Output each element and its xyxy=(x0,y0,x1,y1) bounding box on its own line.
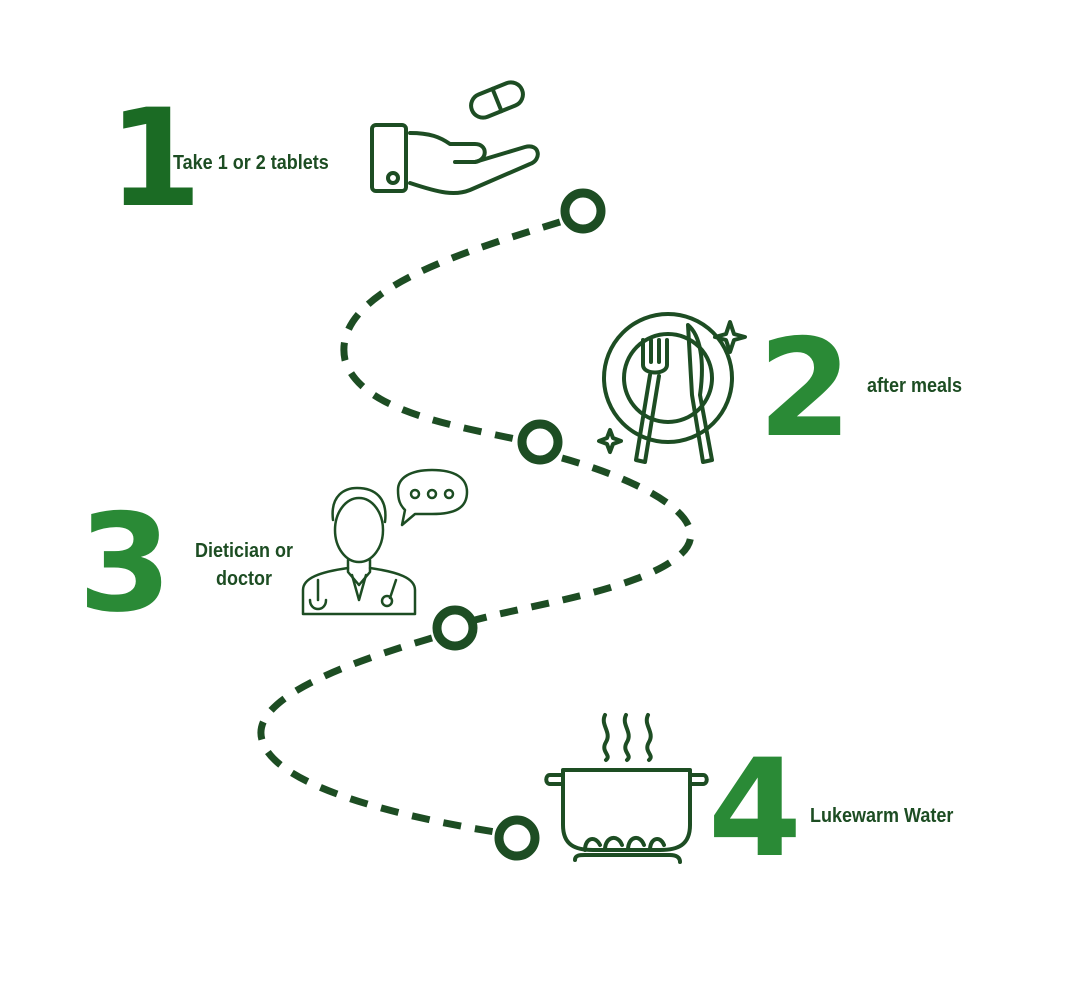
step-1-label: Take 1 or 2 tablets xyxy=(173,152,329,174)
plate-cutlery-icon xyxy=(597,312,747,464)
step-number-4: 4 xyxy=(708,730,802,887)
step-number-1: 1 xyxy=(108,80,202,237)
waypoint-2 xyxy=(517,419,563,465)
step-3-label: Dietician or doctor xyxy=(194,540,294,590)
doctor-speech-icon xyxy=(301,468,469,616)
hand-pill-icon xyxy=(370,80,540,196)
step-number-2: 2 xyxy=(758,310,852,467)
dashed-path xyxy=(257,218,695,836)
step-4-label: Lukewarm Water xyxy=(810,805,954,827)
waypoint-3 xyxy=(432,605,478,651)
cooking-pot-icon xyxy=(544,713,709,864)
waypoint-4 xyxy=(494,815,540,861)
step-2-label: after meals xyxy=(867,375,963,397)
step-number-3: 3 xyxy=(78,485,172,642)
waypoint-1 xyxy=(560,188,606,234)
